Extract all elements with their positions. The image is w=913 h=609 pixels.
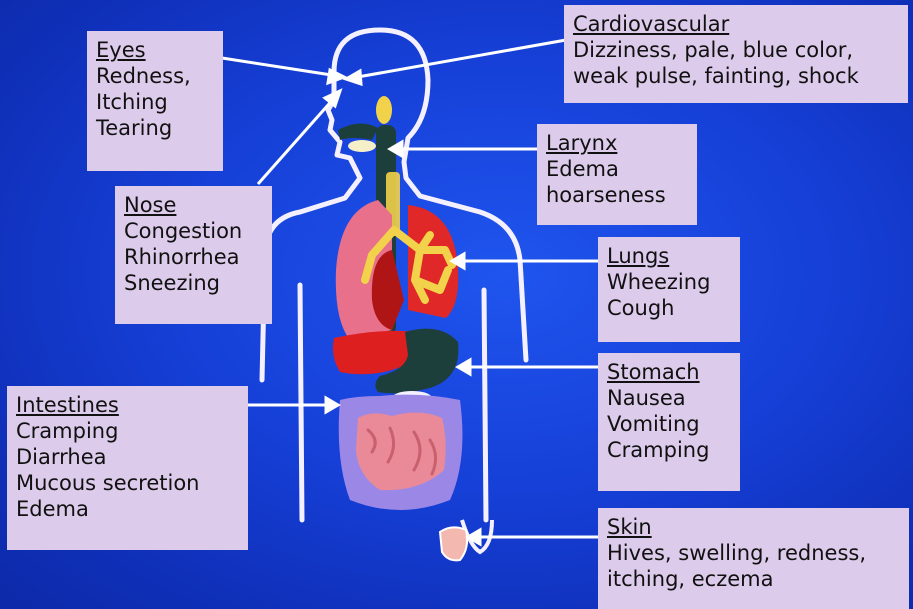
skin-patch (440, 527, 467, 560)
pointer-eyes-head (328, 70, 344, 83)
brain-gland (376, 96, 392, 124)
pointer-nose (258, 96, 336, 184)
skin-symptom: Hives, swelling, redness, (607, 540, 901, 566)
lungs-symptom: Cough (607, 295, 732, 321)
pointer-stomach-head (458, 360, 470, 374)
left-arm-outline (300, 285, 302, 520)
stomach-title: Stomach (607, 359, 732, 385)
intestines-symptom: Edema (16, 496, 240, 522)
cardiovascular-title: Cardiovascular (573, 11, 900, 37)
right-arm-outline (484, 290, 486, 520)
eyes-symptom: Itching (96, 89, 215, 115)
nose-title: Nose (124, 192, 264, 218)
small-intestine (356, 412, 446, 490)
stomach-symptom: Vomiting (607, 411, 732, 437)
skin-title: Skin (607, 514, 901, 540)
pointer-cardiovascular (352, 40, 566, 78)
eyes-label: Eyes Redness, Itching Tearing (87, 31, 223, 171)
larynx-symptom: Edema (546, 156, 689, 182)
pointer-intestines-head (326, 398, 338, 412)
nose-label: Nose Congestion Rhinorrhea Sneezing (115, 186, 272, 324)
skin-symptom: itching, eczema (607, 566, 901, 592)
stomach-symptom: Cramping (607, 437, 732, 463)
nose-symptom: Sneezing (124, 270, 264, 296)
intestines-symptom: Mucous secretion (16, 470, 240, 496)
cardiovascular-label: Cardiovascular Dizziness, pale, blue col… (564, 5, 908, 103)
larynx-symptom: hoarseness (546, 182, 689, 208)
intestines-symptom: Diarrhea (16, 444, 240, 470)
lungs-label: Lungs Wheezing Cough (598, 237, 740, 342)
larynx-title: Larynx (546, 130, 689, 156)
pointer-eyes (222, 58, 338, 76)
cardiovascular-symptom: weak pulse, fainting, shock (573, 63, 900, 89)
nose-symptom: Congestion (124, 218, 264, 244)
eyes-symptom: Tearing (96, 115, 215, 141)
lungs-symptom: Wheezing (607, 269, 732, 295)
nasal-cavity (338, 123, 378, 140)
skin-label: Skin Hives, swelling, redness, itching, … (598, 508, 909, 609)
lungs-title: Lungs (607, 243, 732, 269)
cardiovascular-symptom: Dizziness, pale, blue color, (573, 37, 900, 63)
intestines-title: Intestines (16, 392, 240, 418)
larynx-label: Larynx Edema hoarseness (537, 124, 697, 225)
intestines-symptom: Cramping (16, 418, 240, 444)
stomach-label: Stomach Nausea Vomiting Cramping (598, 353, 740, 491)
intestines-label: Intestines Cramping Diarrhea Mucous secr… (7, 386, 248, 550)
eyes-symptom: Redness, (96, 63, 215, 89)
stomach-symptom: Nausea (607, 385, 732, 411)
pointer-cardiovascular-head (346, 71, 361, 84)
nose-symptom: Rhinorrhea (124, 244, 264, 270)
eyes-title: Eyes (96, 37, 215, 63)
mouth (348, 140, 376, 152)
